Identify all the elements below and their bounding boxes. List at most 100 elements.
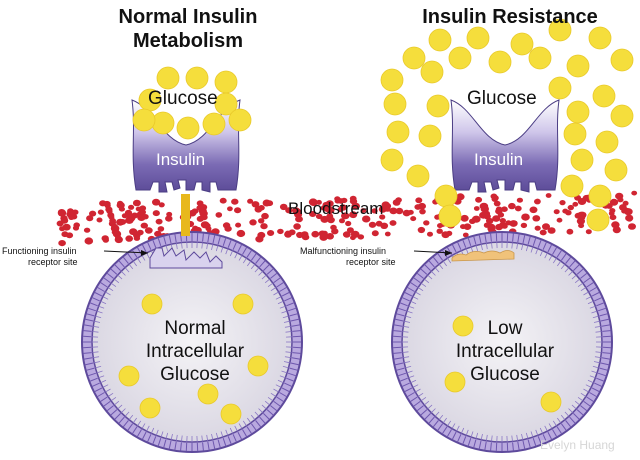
membrane-segment: [571, 274, 577, 280]
red-blood-cell: [545, 193, 552, 198]
red-blood-cell: [368, 221, 377, 228]
membrane-segment: [396, 313, 405, 317]
membrane-segment: [217, 236, 221, 245]
membrane-segment: [282, 365, 289, 369]
membrane-segment: [275, 384, 282, 388]
red-blood-cell: [362, 215, 371, 223]
red-blood-cell: [423, 220, 430, 226]
glucose-molecule: [595, 130, 619, 154]
membrane-segment: [147, 434, 152, 442]
membrane-segment: [433, 256, 439, 264]
red-blood-cell: [617, 197, 624, 203]
membrane-segment: [416, 273, 424, 279]
red-blood-cell: [628, 223, 636, 230]
red-blood-cell: [379, 214, 386, 220]
membrane-segment: [404, 320, 411, 323]
red-blood-cell: [495, 208, 503, 215]
membrane-segment: [594, 297, 602, 302]
membrane-segment: [402, 351, 409, 353]
membrane-segment: [176, 434, 178, 441]
membrane-segment: [410, 379, 417, 384]
red-blood-cell: [384, 231, 391, 237]
membrane-segment: [589, 375, 596, 379]
membrane-segment: [146, 252, 150, 259]
red-blood-cell: [258, 218, 265, 224]
red-blood-cell: [395, 207, 404, 215]
membrane-segment: [150, 427, 155, 434]
red-blood-cell: [285, 207, 293, 214]
membrane-segment: [456, 425, 460, 432]
membrane-segment: [277, 379, 284, 384]
membrane-segment: [137, 420, 142, 427]
red-blood-cell: [155, 218, 163, 225]
membrane-segment: [141, 255, 146, 261]
membrane-segment: [586, 282, 594, 288]
red-blood-cell: [128, 204, 135, 210]
membrane-segment: [402, 297, 410, 302]
membrane-segment: [521, 433, 524, 440]
membrane-segment: [259, 260, 266, 268]
membrane-segment: [100, 282, 108, 288]
membrane-segment: [400, 377, 408, 382]
membrane-segment: [442, 260, 448, 267]
red-blood-cell: [215, 212, 223, 218]
membrane-segment: [602, 352, 611, 354]
membrane-segment: [475, 432, 479, 439]
membrane-segment: [527, 236, 531, 245]
red-blood-cell: [191, 208, 199, 214]
membrane-segment: [225, 429, 229, 436]
membrane-segment: [266, 409, 274, 416]
membrane-segment: [517, 234, 520, 243]
glucose-molecule: [380, 148, 404, 172]
membrane-segment: [207, 441, 210, 450]
red-blood-cell: [118, 206, 125, 212]
red-blood-cell: [166, 211, 173, 217]
membrane-segment: [556, 426, 562, 434]
membrane-segment: [583, 400, 591, 407]
membrane-segment: [410, 282, 418, 288]
membrane-segment: [535, 248, 539, 255]
membrane-segment: [283, 361, 290, 364]
membrane-segment: [259, 416, 266, 424]
red-blood-cell: [68, 214, 75, 220]
red-blood-cell: [483, 222, 491, 228]
red-blood-cell: [315, 213, 323, 220]
membrane-segment: [103, 277, 111, 284]
membrane-segment: [225, 248, 229, 255]
membrane-segment: [85, 362, 94, 366]
membrane-segment: [90, 377, 98, 382]
red-blood-cell: [567, 204, 574, 211]
membrane-segment: [266, 268, 274, 275]
membrane-segment: [398, 372, 407, 377]
membrane-segment: [234, 252, 238, 259]
membrane-segment: [105, 291, 111, 296]
membrane-segment: [281, 387, 290, 392]
membrane-segment: [434, 411, 440, 417]
membrane-segment: [564, 267, 570, 273]
membrane-segment: [124, 411, 130, 417]
membrane-segment: [420, 282, 427, 288]
right-cell-label-line2: Intracellular: [455, 341, 555, 362]
membrane-segment: [155, 429, 159, 436]
glucose-molecule: [228, 108, 252, 132]
membrane-segment: [263, 413, 270, 420]
red-blood-cell: [491, 196, 499, 202]
membrane-segment: [478, 440, 482, 449]
red-blood-cell: [84, 237, 94, 245]
membrane-segment: [246, 260, 252, 267]
membrane-segment: [597, 372, 606, 377]
left-glucose-label: Glucose: [148, 88, 218, 109]
membrane-segment: [560, 414, 566, 420]
membrane-segment: [539, 427, 544, 434]
red-blood-cell: [621, 208, 627, 214]
red-blood-cell: [553, 209, 560, 215]
glucose-molecule: [383, 92, 407, 116]
glucose-molecule: [418, 124, 442, 148]
membrane-segment: [585, 296, 592, 300]
red-blood-cell: [562, 208, 569, 214]
red-blood-cell: [309, 211, 317, 217]
membrane-segment: [447, 257, 452, 264]
red-blood-cell: [89, 210, 97, 217]
membrane-segment: [85, 318, 94, 322]
red-blood-cell: [339, 218, 345, 224]
